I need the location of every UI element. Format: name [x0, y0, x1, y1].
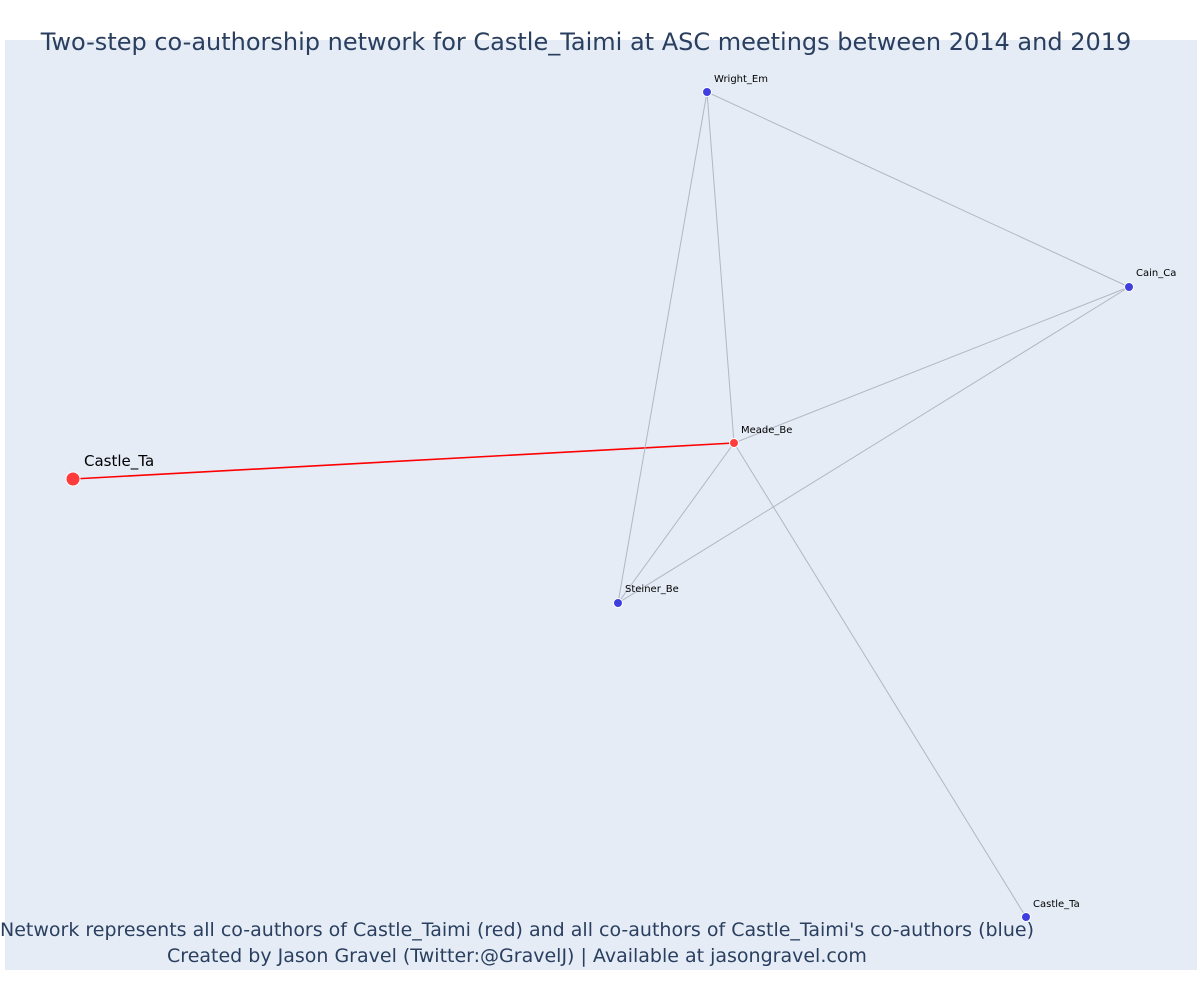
- node-castle_focal[interactable]: [65, 471, 81, 487]
- edge-castle_focal-meade: [72, 442, 735, 480]
- labels-layer: Castle_Ta Meade_Be Wright_EmCain_CaSteiner…: [84, 74, 1176, 910]
- node-label-cain: Cain_Ca: [1136, 268, 1176, 279]
- plot-background: [5, 40, 1197, 970]
- chart-title: Two-step co-authorship network for Castl…: [40, 28, 1132, 56]
- caption-credit: Created by Jason Gravel (Twitter:@Gravel…: [167, 945, 867, 967]
- edge-wright-cain: [706, 91, 1130, 288]
- edge-cain-meade: [733, 286, 1130, 444]
- node-label-castle_other: Castle_Ta: [1033, 899, 1080, 910]
- node-steiner[interactable]: [613, 598, 623, 608]
- node-label-meade: Meade_Be: [741, 425, 792, 436]
- edge-cain-steiner: [617, 286, 1130, 604]
- edge-wright-steiner: [617, 91, 708, 604]
- edge-meade-castle_other: [733, 442, 1027, 918]
- node-cain[interactable]: [1124, 282, 1134, 292]
- caption-description: Network represents all co-authors of Cas…: [0, 919, 1034, 941]
- edge-wright-meade: [706, 91, 735, 444]
- node-label-wright: Wright_Em: [714, 74, 768, 85]
- node-wright[interactable]: [702, 87, 712, 97]
- node-castle_other[interactable]: [1021, 912, 1031, 922]
- edges-layer: [72, 91, 1130, 918]
- node-label-castle_focal: Castle_Ta: [84, 452, 154, 471]
- nodes-layer: [65, 87, 1134, 922]
- node-meade[interactable]: [729, 438, 739, 448]
- node-label-steiner: Steiner_Be: [625, 584, 679, 595]
- edge-meade-steiner: [617, 442, 735, 604]
